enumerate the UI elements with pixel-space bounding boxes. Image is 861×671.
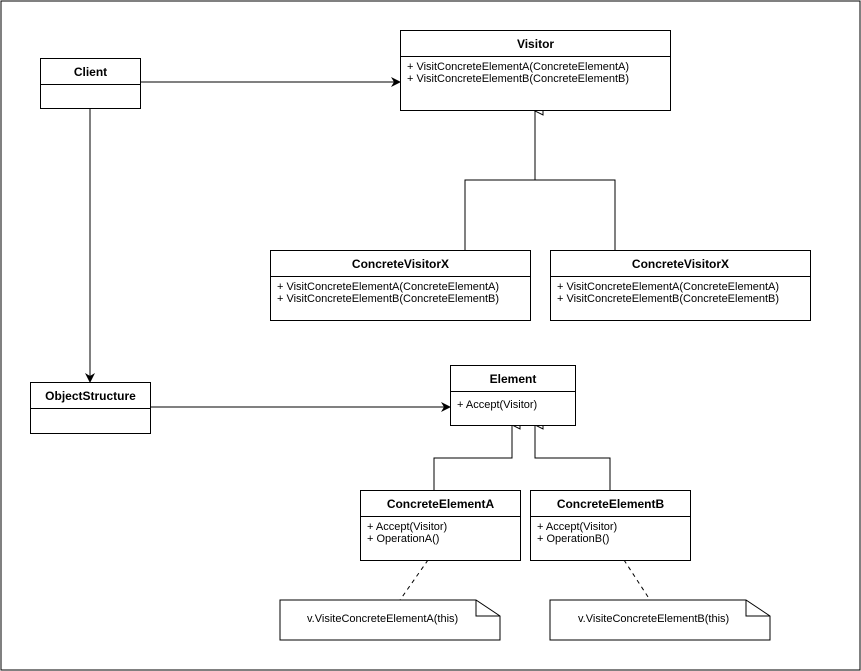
concreteelementa-method: + Accept(Visitor) <box>367 521 448 533</box>
concreteelementa-inheritance <box>433 425 512 490</box>
note-a-text: v.VisiteConcreteElementA(this) <box>307 613 459 625</box>
concreteelementb-class[interactable]: ConcreteElementB + Accept(Visitor) + Ope… <box>530 490 691 561</box>
concrete-visitor-class-name: ConcreteVisitorX <box>271 251 530 277</box>
objectstructure-class[interactable]: ObjectStructure <box>30 382 151 434</box>
concrete-visitor-method: + VisitConcreteElementA(ConcreteElementA… <box>277 281 500 293</box>
element-class-name: Element <box>451 366 575 392</box>
concreteelementa-class[interactable]: ConcreteElementA + Accept(Visitor) + Ope… <box>360 490 521 561</box>
element-method: + Accept(Visitor) <box>457 399 538 411</box>
objectstructure-class-name: ObjectStructure <box>31 383 150 409</box>
concreteelementa-method: + OperationA() <box>367 533 440 545</box>
concrete-visitor-method: + VisitConcreteElementA(ConcreteElementA… <box>557 281 780 293</box>
concrete-visitor-class[interactable]: ConcreteVisitorX + VisitConcreteElementA… <box>270 250 531 321</box>
concrete-visitor-method: + VisitConcreteElementB(ConcreteElementB… <box>277 293 500 305</box>
note-a-shape <box>279 599 501 641</box>
concrete-visitor-method: + VisitConcreteElementB(ConcreteElementB… <box>557 293 780 305</box>
concreteelementb-class-name: ConcreteElementB <box>531 491 690 517</box>
element-class[interactable]: Element + Accept(Visitor) <box>450 365 576 426</box>
concretevisitor1-inheritance <box>464 111 535 250</box>
concreteelementb-inheritance <box>535 425 611 490</box>
visitor-class-name: Visitor <box>401 31 670 57</box>
visitor-class[interactable]: Visitor + VisitConcreteElementA(Concrete… <box>400 30 671 111</box>
client-class-name: Client <box>41 59 140 85</box>
concreteelementa-class-name: ConcreteElementA <box>361 491 520 517</box>
client-class[interactable]: Client <box>40 58 141 109</box>
note-b-fold <box>745 600 770 617</box>
note-a-fold <box>475 600 500 617</box>
note-b-text: v.VisiteConcreteElementB(this) <box>578 613 730 625</box>
note-a-connector <box>399 559 429 601</box>
concretevisitor2-inheritance <box>535 179 616 250</box>
concrete-visitor-class-name: ConcreteVisitorX <box>551 251 810 277</box>
visitor-method: + VisitConcreteElementB(ConcreteElementB… <box>407 73 630 85</box>
concreteelementb-method: + Accept(Visitor) <box>537 521 618 533</box>
visitor-method: + VisitConcreteElementA(ConcreteElementA… <box>407 61 630 73</box>
note-b-shape <box>549 599 771 641</box>
concrete-visitor-class[interactable]: ConcreteVisitorX + VisitConcreteElementA… <box>550 250 811 321</box>
note-b-connector <box>623 559 651 601</box>
concreteelementb-method: + OperationB() <box>537 533 610 545</box>
